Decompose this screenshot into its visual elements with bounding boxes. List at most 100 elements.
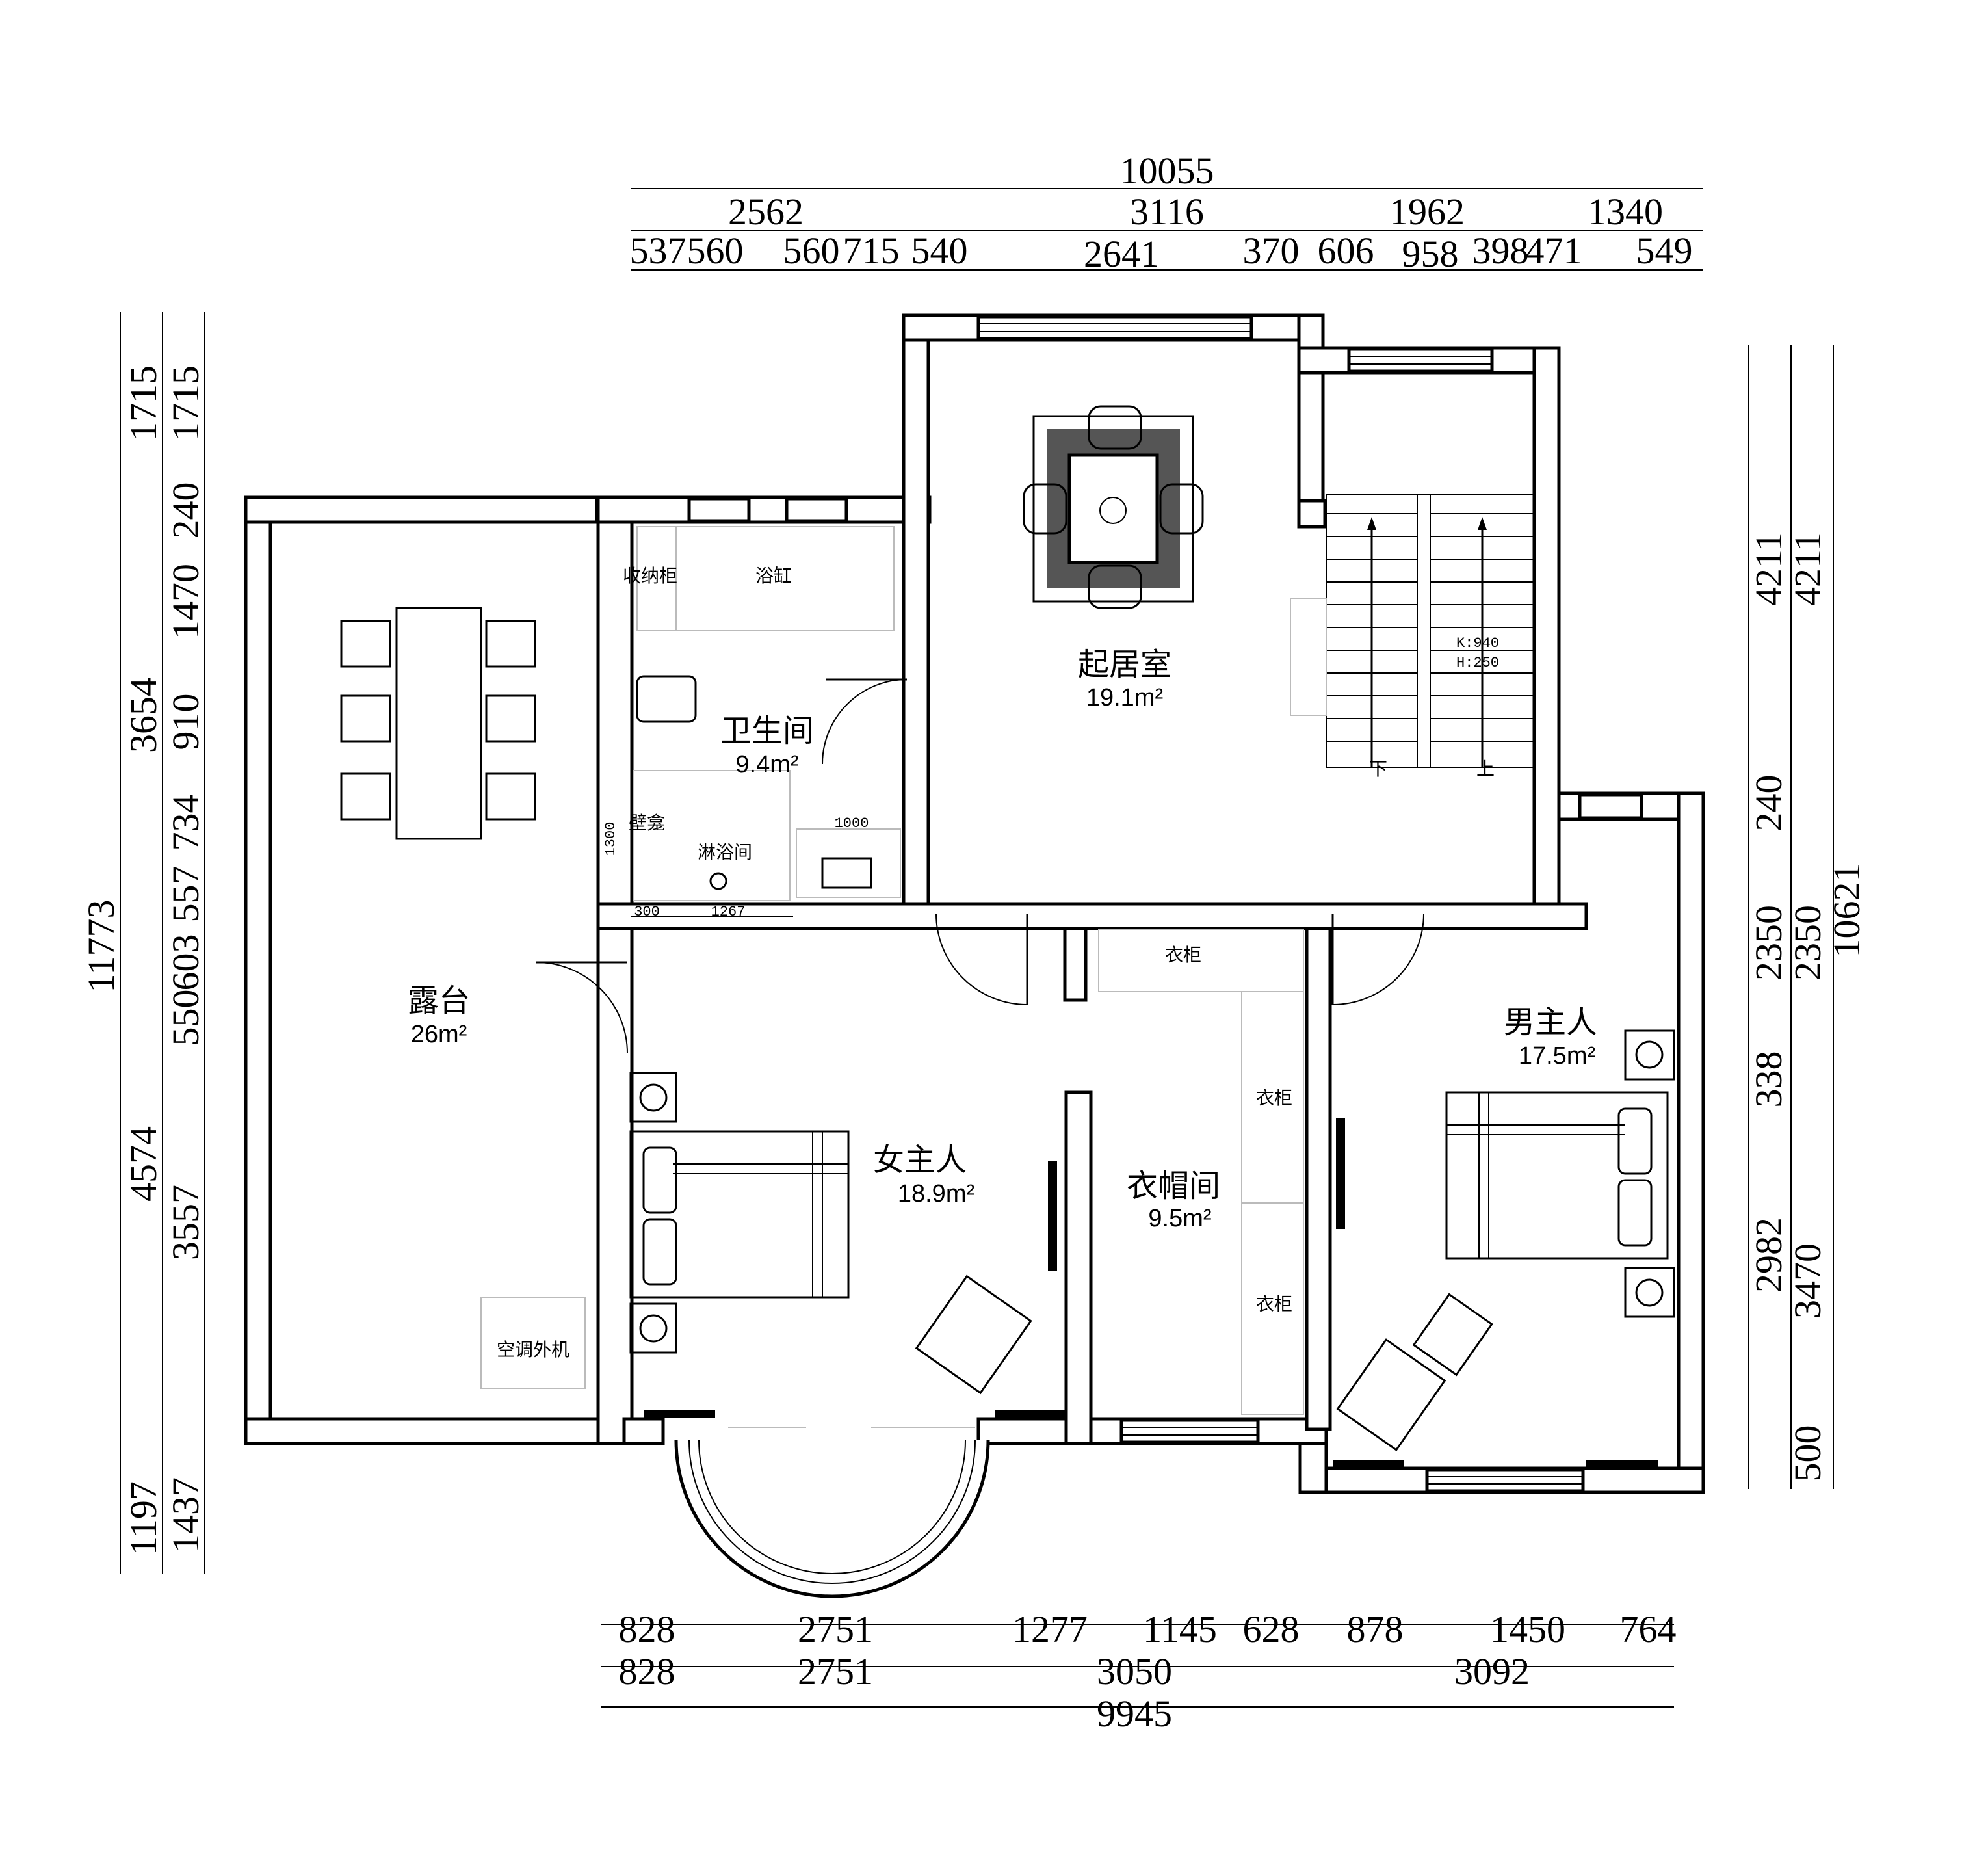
top-row3-dim: 537 [630,230,687,272]
bathroom-fixtures [631,526,901,917]
right-dimensions: 4211 240 2350 338 2982 500 4211 2350 347… [1747,532,1868,1481]
left-inner-dim: 557 [164,866,207,923]
right-mid-dim: 3470 [1786,1243,1829,1319]
top-row3-dim: 560 [687,230,744,272]
stair-up-label: 上 [1476,759,1495,780]
bay-window [674,1427,990,1598]
dim-1300-label: 1300 [603,822,619,856]
wardrobe-mid1-label: 衣柜 [1256,1088,1292,1109]
right-inner-dim: 338 [1747,1051,1790,1108]
bottom-row2-dim: 828 [619,1650,675,1693]
windows [687,315,1643,1493]
bottom-row1-dim: 1145 [1143,1608,1217,1650]
hostess-bed [629,1072,1057,1395]
right-inner-dim: 240 [1747,775,1790,832]
right-inner-dim: 2982 [1747,1217,1790,1293]
left-total-dim: 11773 [80,900,122,993]
living-room-area: 19.1m² [1086,684,1163,711]
top-total-dim: 10055 [1120,150,1214,192]
left-dimensions: 11773 3654 4574 1197 1715 1715 240 1470 … [80,365,207,1555]
bottom-row1-dim: 2751 [798,1608,873,1650]
wardrobe-mid2-label: 衣柜 [1256,1294,1292,1315]
cloakroom-name: 衣帽间 [1127,1169,1220,1204]
niche-label: 壁龛 [629,813,665,834]
dim-300-label: 300 [634,904,660,920]
left-inner-dim: 240 [164,482,207,539]
dim-1267-label: 1267 [711,904,746,920]
dimension-lines [120,188,1834,1708]
dim-1000-label: 1000 [835,815,869,832]
bottom-row1-dim: 764 [1620,1608,1677,1650]
bottom-row1-dim: 828 [619,1608,675,1650]
stair-down-label: 下 [1369,759,1387,780]
top-row3-dim: 606 [1318,230,1374,272]
host-room-area: 17.5m² [1519,1042,1595,1070]
dining-set [340,607,586,1389]
bathroom-area: 9.4m² [735,751,798,778]
bottom-row2-dim: 3050 [1097,1650,1172,1693]
walls [244,313,1705,1494]
bottom-row1-dim: 1277 [1012,1608,1088,1650]
bottom-total-dim: 9945 [1097,1693,1172,1735]
bottom-row2-dim: 2751 [798,1650,873,1693]
wardrobe-top-label: 衣柜 [1165,945,1201,966]
host-bed [1336,1029,1675,1451]
top-row3-dim: 958 [1402,233,1459,275]
wardrobes [1098,929,1304,1415]
hostess-room-area: 18.9m² [898,1180,974,1208]
top-row3-dim: 471 [1526,230,1582,272]
top-row3-dim: 370 [1243,230,1300,272]
right-total-dim: 10621 [1825,864,1868,958]
host-room-name: 男主人 [1504,1005,1597,1040]
shower-label: 淋浴间 [698,842,752,863]
top-row3-dim: 540 [911,230,968,272]
left-inner-dim: 1715 [164,365,207,441]
terrace-name: 露台 [408,984,470,1018]
hostess-room-name: 女主人 [873,1143,967,1178]
stair-h-label: H:250 [1456,655,1499,671]
top-row2-dim: 1340 [1588,191,1663,233]
bottom-row1-dim: 628 [1243,1608,1300,1650]
right-inner-dim: 4211 [1747,532,1790,606]
top-row3-dim: 398 [1472,230,1529,272]
left-outer-dim: 1197 [122,1481,164,1555]
storage-cabinet-label: 收纳柜 [623,566,677,587]
right-mid-dim: 2350 [1786,905,1829,981]
doors [536,678,1424,1054]
top-row2-dim: 2562 [728,191,804,233]
left-inner-dim: 550 [164,990,207,1046]
right-inner-dim: 2350 [1747,905,1790,981]
stair-k-label: K:940 [1456,635,1499,652]
bathroom-name: 卫生间 [720,714,814,748]
radiators [644,1410,1658,1468]
room-labels: 起居室 19.1m² 卫生间 9.4m² 露台 26m² 女主人 18.9m² … [408,566,1597,1360]
left-inner-dim: 1437 [164,1477,207,1553]
top-row2-dim: 3116 [1130,191,1204,233]
staircase [1290,494,1535,768]
left-inner-dim: 1470 [164,564,207,639]
left-inner-dim: 3557 [164,1185,207,1260]
bottom-dimensions: 828 2751 1277 1145 628 878 1450 764 828 … [619,1608,1677,1735]
top-dimensions: 10055 2562 3116 1962 1340 537 560 560 71… [630,150,1693,275]
left-inner-dim: 734 [164,795,207,851]
top-row3-dim: 560 [783,230,840,272]
bottom-row2-dim: 3092 [1454,1650,1530,1693]
left-outer-top-dim: 1715 [122,365,164,441]
cloakroom-area: 9.5m² [1148,1205,1211,1232]
left-outer-dim: 3654 [122,678,164,753]
tea-table-set [1023,405,1204,609]
top-row2-dim: 1962 [1389,191,1465,233]
top-row3-dim: 715 [843,230,900,272]
bathtub-label: 浴缸 [755,566,792,587]
right-inner-dim: 500 [1786,1425,1829,1482]
left-inner-dim: 603 [164,934,207,991]
terrace-area: 26m² [411,1021,467,1048]
left-inner-dim: 910 [164,694,207,750]
top-row3-dim: 2641 [1084,233,1159,275]
bottom-row1-dim: 878 [1347,1608,1404,1650]
ac-unit-label: 空调外机 [497,1340,569,1360]
living-room-name: 起居室 [1078,648,1171,682]
bottom-row1-dim: 1450 [1490,1608,1565,1650]
top-row3-dim: 549 [1636,230,1693,272]
